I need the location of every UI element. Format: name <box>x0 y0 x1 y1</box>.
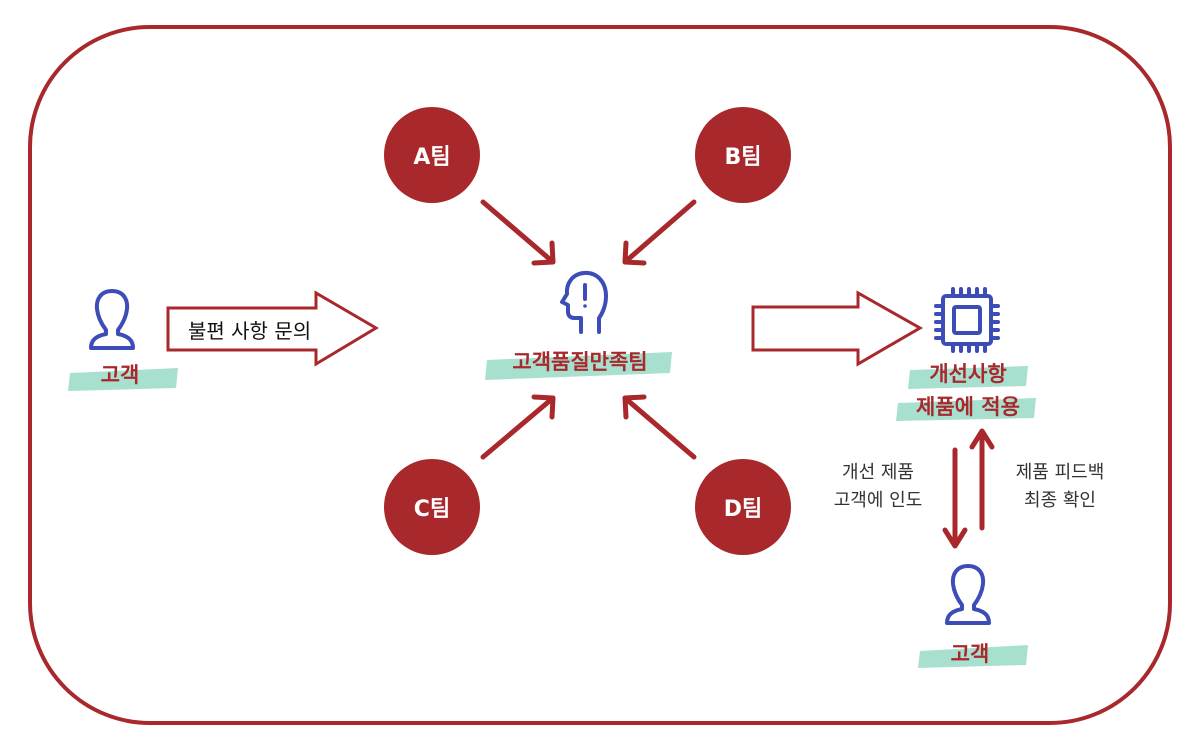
deliver-label: 개선 제품 고객에 인도 <box>818 459 938 515</box>
person-icon <box>89 289 135 350</box>
team-b-circle: B팀 <box>695 107 791 203</box>
deliver-line1: 개선 제품 <box>842 462 914 483</box>
arrow-up-feedback <box>969 428 995 531</box>
highlight-improvement-2 <box>896 398 1036 421</box>
highlight-customer-left <box>68 368 178 391</box>
customer-bottom-label: 고객 <box>950 642 990 666</box>
exchange-arrows <box>942 428 995 549</box>
feedback-label: 제품 피드백 최종 확인 <box>1000 459 1120 515</box>
feedback-line2: 최종 확인 <box>1024 490 1096 511</box>
highlight-improvement-1 <box>908 366 1028 389</box>
highlight-center <box>485 352 672 380</box>
chip-icon <box>934 287 1000 353</box>
inquiry-arrow <box>166 290 379 367</box>
deliver-line2: 고객에 인도 <box>833 490 923 511</box>
arrow-team-d <box>622 394 697 460</box>
improvement-label-line1: 개선사항 <box>929 362 1007 386</box>
team-c-circle: C팀 <box>384 459 480 555</box>
arrow-team-c <box>480 394 556 460</box>
arrow-down-deliver <box>942 447 968 549</box>
team-d-circle: D팀 <box>695 459 791 555</box>
team-a-circle: A팀 <box>384 107 480 203</box>
feedback-line1: 제품 피드백 <box>1015 462 1105 483</box>
arrow-team-b <box>622 199 697 266</box>
team-arrows <box>480 199 697 460</box>
person-icon <box>945 564 991 625</box>
apply-arrow <box>751 290 924 367</box>
highlight-customer-bottom <box>918 645 1028 668</box>
arrow-team-a <box>480 199 556 266</box>
center-team-label: 고객품질만족팀 <box>512 350 648 374</box>
head-question-icon <box>560 270 608 334</box>
improvement-label-line2: 제품에 적용 <box>916 395 1020 419</box>
customer-left-label: 고객 <box>100 363 140 387</box>
outer-frame <box>28 25 1172 725</box>
inquiry-arrow-label: 불편 사항 문의 <box>188 319 312 343</box>
